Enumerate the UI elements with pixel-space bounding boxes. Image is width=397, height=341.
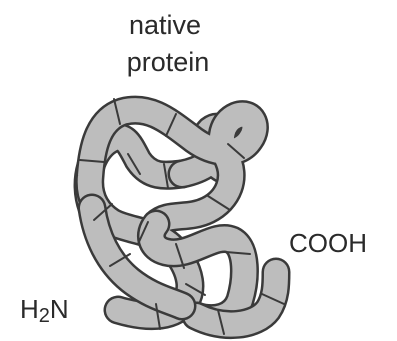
n-terminus-subscript: 2 <box>39 305 50 327</box>
segment-marks <box>79 98 285 335</box>
n-terminus-label: H2N <box>20 294 69 327</box>
title-line-protein: protein <box>127 47 210 77</box>
c-terminus-label: COOH <box>289 228 367 258</box>
n-terminus-n: N <box>50 294 69 324</box>
chain-front-section <box>77 193 197 321</box>
n-terminus-h: H <box>20 294 39 324</box>
polypeptide-chain <box>73 95 291 340</box>
title-line-native: native <box>129 10 201 40</box>
